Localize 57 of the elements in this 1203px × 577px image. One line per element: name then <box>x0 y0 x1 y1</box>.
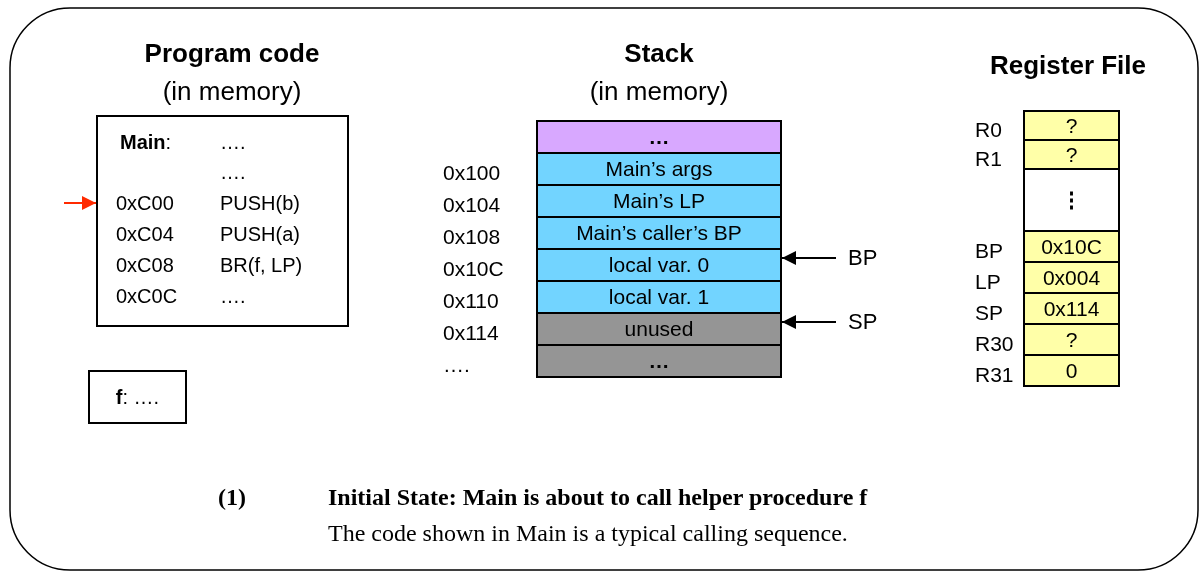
column-heading: Stack <box>624 38 694 69</box>
register-name: R1 <box>975 146 1002 171</box>
register-slot: ? <box>1023 323 1120 356</box>
step-title: Initial State: Main is about to call helper procedure f <box>328 484 868 511</box>
register-slot: ⋮ <box>1023 168 1120 232</box>
step-description: The code shown in Main is a typical calling sequence. <box>328 520 848 547</box>
memory-address: 0x100 <box>443 161 501 185</box>
memory-address: 0xC0C <box>116 285 178 308</box>
register-slot: 0 <box>1023 354 1120 387</box>
ellipsis-text: …. <box>220 161 246 184</box>
stack-slot: … <box>536 344 782 378</box>
register-slot: 0x004 <box>1023 261 1120 294</box>
ellipsis-text: …. <box>220 131 246 154</box>
register-name: LP <box>975 269 1001 294</box>
register-pointer-label: SP <box>848 308 888 336</box>
register-name: R31 <box>975 362 1014 387</box>
stack-slot: local var. 0 <box>536 248 782 282</box>
code-listing-box <box>96 115 349 327</box>
step-number: (1) <box>218 484 246 511</box>
column-subheading: (in memory) <box>162 76 302 107</box>
register-name: SP <box>975 300 1003 325</box>
memory-address: …. <box>443 353 470 377</box>
memory-address: 0x10C <box>443 257 504 281</box>
column-heading: Program code <box>144 38 320 69</box>
stack-slot: Main’s caller’s BP <box>536 216 782 250</box>
column-subheading: (in memory) <box>589 76 729 107</box>
memory-address: 0xC00 <box>116 192 174 215</box>
arrow <box>781 251 837 265</box>
instruction-text: PUSH(b) <box>220 192 300 215</box>
register-slot: ? <box>1023 110 1120 141</box>
column-heading: Register File <box>989 50 1147 81</box>
memory-address: 0x104 <box>443 193 501 217</box>
stack-slot: Main’s LP <box>536 184 782 218</box>
instruction-text: BR(f, LP) <box>220 254 303 277</box>
stack-slot: unused <box>536 312 782 346</box>
instruction-text: …. <box>220 285 246 308</box>
memory-address: 0x114 <box>443 321 499 345</box>
memory-address: 0x110 <box>443 289 499 313</box>
stack-slot: … <box>536 120 782 154</box>
register-name: BP <box>975 238 1003 263</box>
memory-address: 0x108 <box>443 225 501 249</box>
register-slot: ? <box>1023 139 1120 170</box>
code-label: f: …. <box>115 385 160 409</box>
register-name: R0 <box>975 117 1002 142</box>
register-slot: 0x114 <box>1023 292 1120 325</box>
memory-address: 0xC08 <box>116 254 174 277</box>
arrow <box>63 196 97 210</box>
register-pointer-label: BP <box>848 244 888 272</box>
stack-slot: local var. 1 <box>536 280 782 314</box>
register-slot: 0x10C <box>1023 230 1120 263</box>
code-listing-box <box>88 370 187 424</box>
stack-slot: Main’s args <box>536 152 782 186</box>
register-name: R30 <box>975 331 1014 356</box>
memory-address: 0xC04 <box>116 223 174 246</box>
instruction-text: PUSH(a) <box>220 223 300 246</box>
code-label: Main: <box>120 131 172 154</box>
arrow <box>781 315 837 329</box>
